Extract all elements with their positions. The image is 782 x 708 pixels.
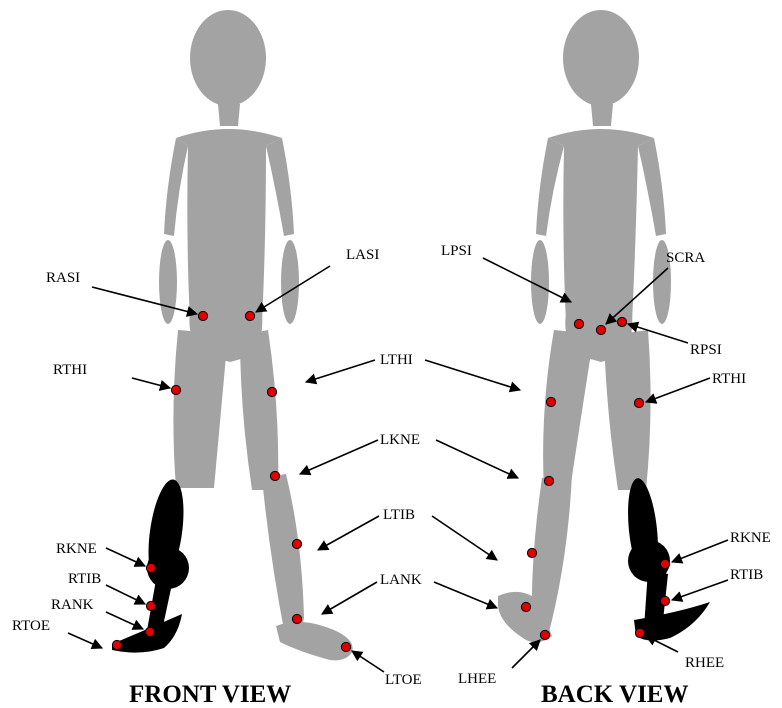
arrow-rtib-front bbox=[106, 585, 145, 604]
marker-rhee bbox=[635, 628, 644, 637]
label-lhee: LHEE bbox=[458, 671, 496, 687]
marker-lthi-back bbox=[546, 397, 555, 406]
label-rtib-front: RTIB bbox=[68, 571, 101, 587]
back-left-thigh bbox=[543, 330, 594, 490]
arrow-lkne-back bbox=[436, 440, 518, 478]
front-torso bbox=[176, 129, 282, 322]
arrow-rthi-front bbox=[132, 378, 170, 388]
arrow-lpsi bbox=[483, 258, 571, 302]
front-left-thigh bbox=[240, 330, 278, 490]
label-lpsi: LPSI bbox=[441, 243, 472, 259]
back-view-title: BACK VIEW bbox=[541, 681, 689, 708]
front-left-upper-arm bbox=[266, 138, 294, 236]
label-rpsi: RPSI bbox=[690, 342, 722, 358]
arrow-rank bbox=[106, 612, 143, 629]
label-ltib: LTIB bbox=[383, 507, 415, 523]
marker-lank-front bbox=[292, 614, 301, 623]
marker-ltib-front bbox=[292, 539, 301, 548]
arrow-ltib-front bbox=[318, 516, 379, 550]
marker-scra bbox=[596, 325, 605, 334]
front-left-foot bbox=[276, 622, 353, 661]
label-rtib-back: RTIB bbox=[730, 567, 763, 583]
arrow-lhee bbox=[512, 640, 540, 668]
label-lkne: LKNE bbox=[380, 432, 420, 448]
label-rthi-back: RTHI bbox=[712, 371, 746, 387]
front-left-forearm bbox=[281, 240, 299, 324]
front-right-thigh bbox=[173, 330, 228, 488]
label-rhee: RHEE bbox=[685, 655, 724, 671]
label-lasi: LASI bbox=[346, 247, 379, 263]
marker-lpsi bbox=[574, 319, 583, 328]
marker-lasi bbox=[245, 311, 254, 320]
marker-lkne-back bbox=[544, 476, 553, 485]
back-neck bbox=[591, 104, 613, 126]
marker-rkne-front bbox=[146, 563, 155, 572]
front-figure bbox=[112, 10, 353, 660]
label-lthi: LTHI bbox=[380, 352, 413, 368]
marker-rtoe bbox=[112, 640, 121, 649]
marker-lkne-front bbox=[270, 471, 279, 480]
marker-rthi-back bbox=[634, 398, 643, 407]
front-head bbox=[190, 10, 266, 106]
arrow-rasi bbox=[92, 287, 197, 314]
back-left-forearm bbox=[531, 240, 549, 324]
label-ltoe: LTOE bbox=[385, 672, 422, 688]
marker-rtib-back bbox=[660, 596, 669, 605]
label-rkne-front: RKNE bbox=[56, 541, 97, 557]
label-scra: SCRA bbox=[666, 250, 705, 266]
arrow-ltib-back bbox=[432, 516, 497, 560]
marker-lthi-front bbox=[267, 387, 276, 396]
marker-rasi bbox=[198, 311, 207, 320]
marker-lank-back bbox=[521, 602, 530, 611]
arrow-rthi-back bbox=[646, 378, 710, 402]
front-neck bbox=[218, 104, 240, 126]
marker-lhee bbox=[540, 630, 549, 639]
label-rthi-front: RTHI bbox=[53, 362, 87, 378]
back-right-thigh bbox=[604, 330, 651, 490]
front-right-forearm bbox=[159, 240, 177, 324]
arrow-ltoe bbox=[352, 651, 384, 672]
label-rtoe: RTOE bbox=[12, 618, 50, 634]
marker-rkne-back bbox=[660, 559, 669, 568]
back-left-upper-arm bbox=[536, 138, 564, 236]
marker-rthi-front bbox=[171, 385, 180, 394]
back-torso bbox=[548, 129, 654, 322]
marker-ltib-back bbox=[527, 548, 536, 557]
arrow-rkne-back bbox=[672, 540, 728, 562]
arrow-lthi-front bbox=[306, 360, 375, 382]
arrow-lank-back bbox=[434, 582, 497, 608]
label-rasi: RASI bbox=[46, 270, 80, 286]
label-rank: RANK bbox=[51, 597, 94, 613]
arrow-lank-front bbox=[322, 582, 377, 614]
marker-rpsi bbox=[617, 317, 626, 326]
marker-rank bbox=[145, 627, 154, 636]
arrow-lkne-front bbox=[300, 440, 378, 474]
marker-ltoe bbox=[341, 642, 350, 651]
marker-rtib-front bbox=[146, 601, 155, 610]
arrow-rtoe bbox=[68, 633, 102, 648]
arrow-rtib-back bbox=[672, 580, 728, 600]
front-right-upper-arm bbox=[164, 138, 188, 236]
label-lank: LANK bbox=[380, 572, 422, 588]
arrow-lthi-back bbox=[425, 360, 520, 390]
back-right-upper-arm bbox=[638, 138, 666, 236]
front-view-title: FRONT VIEW bbox=[129, 681, 291, 708]
arrow-rkne-front bbox=[106, 548, 145, 566]
back-head bbox=[563, 10, 639, 106]
label-rkne-back: RKNE bbox=[730, 530, 771, 546]
